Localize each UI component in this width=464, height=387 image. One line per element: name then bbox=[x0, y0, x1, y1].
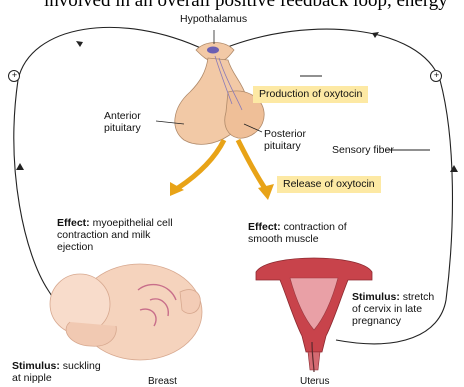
plus-sign-left: + bbox=[10, 69, 19, 81]
effect-right-label: Effect: contraction of smooth muscle bbox=[248, 221, 347, 245]
arrow-to-uterus-shaft bbox=[238, 140, 266, 190]
plus-sign-right: + bbox=[432, 69, 441, 81]
breastfeeding-illustration bbox=[50, 264, 202, 360]
stimulus-right-label: Stimulus: stretch of cervix in late preg… bbox=[352, 291, 434, 327]
stimulus-right-line2: of cervix in late bbox=[352, 303, 434, 315]
effect-right-bold: Effect: bbox=[248, 221, 281, 233]
effect-left-label: Effect: myoepithelial cell contraction a… bbox=[57, 217, 173, 253]
stimulus-right-bold: Stimulus: bbox=[352, 291, 400, 303]
posterior-pituitary-label: Posterior pituitary bbox=[264, 128, 306, 152]
left-loop-top-arrowhead bbox=[76, 41, 83, 47]
posterior-pituitary-label-line1: Posterior bbox=[264, 128, 306, 140]
stimulus-left-bold: Stimulus: bbox=[12, 360, 60, 372]
posterior-pituitary-label-line2: pituitary bbox=[264, 140, 306, 152]
stimulus-left-line1: Stimulus: suckling bbox=[12, 360, 101, 372]
baby-hand bbox=[180, 290, 200, 314]
stimulus-right-line1: Stimulus: stretch bbox=[352, 291, 434, 303]
effect-right-rest: contraction of bbox=[281, 221, 347, 233]
stimulus-left-label: Stimulus: suckling at nipple bbox=[12, 360, 101, 384]
effect-right-line2: smooth muscle bbox=[248, 233, 347, 245]
anterior-pituitary-label-line2: pituitary bbox=[104, 122, 141, 134]
effect-right-line1: Effect: contraction of bbox=[248, 221, 347, 233]
stimulus-right-rest: stretch bbox=[400, 291, 434, 303]
pituitary-gland bbox=[175, 43, 264, 145]
stimulus-left-rest: suckling bbox=[60, 360, 101, 372]
effect-left-line2: contraction and milk bbox=[57, 229, 173, 241]
sensory-fiber-label: Sensory fiber bbox=[332, 144, 394, 156]
arrow-to-breast-shaft bbox=[178, 140, 224, 188]
effect-left-rest: myoepithelial cell bbox=[90, 217, 173, 229]
stimulus-right-line3: pregnancy bbox=[352, 315, 434, 327]
stimulus-left-line2: at nipple bbox=[12, 372, 101, 384]
hypothalamus-neuron bbox=[207, 47, 219, 54]
baby-cheek bbox=[66, 322, 116, 346]
breast-caption: Breast bbox=[148, 376, 177, 387]
effect-left-bold: Effect: bbox=[57, 217, 90, 229]
production-of-oxytocin-label: Production of oxytocin bbox=[253, 86, 368, 103]
left-loop-arrowhead bbox=[16, 163, 24, 170]
release-arrows bbox=[170, 140, 274, 200]
anterior-pituitary-label: Anterior pituitary bbox=[104, 110, 141, 134]
uterus-caption: Uterus bbox=[300, 376, 329, 387]
hypothalamus-label: Hypothalamus bbox=[180, 13, 247, 25]
right-loop-arrowhead bbox=[450, 165, 458, 172]
release-of-oxytocin-label: Release of oxytocin bbox=[277, 176, 381, 193]
arrow-to-uterus-head bbox=[258, 184, 274, 200]
effect-left-line3: ejection bbox=[57, 241, 173, 253]
anterior-pituitary-label-line1: Anterior bbox=[104, 110, 141, 122]
effect-left-line1: Effect: myoepithelial cell bbox=[57, 217, 173, 229]
